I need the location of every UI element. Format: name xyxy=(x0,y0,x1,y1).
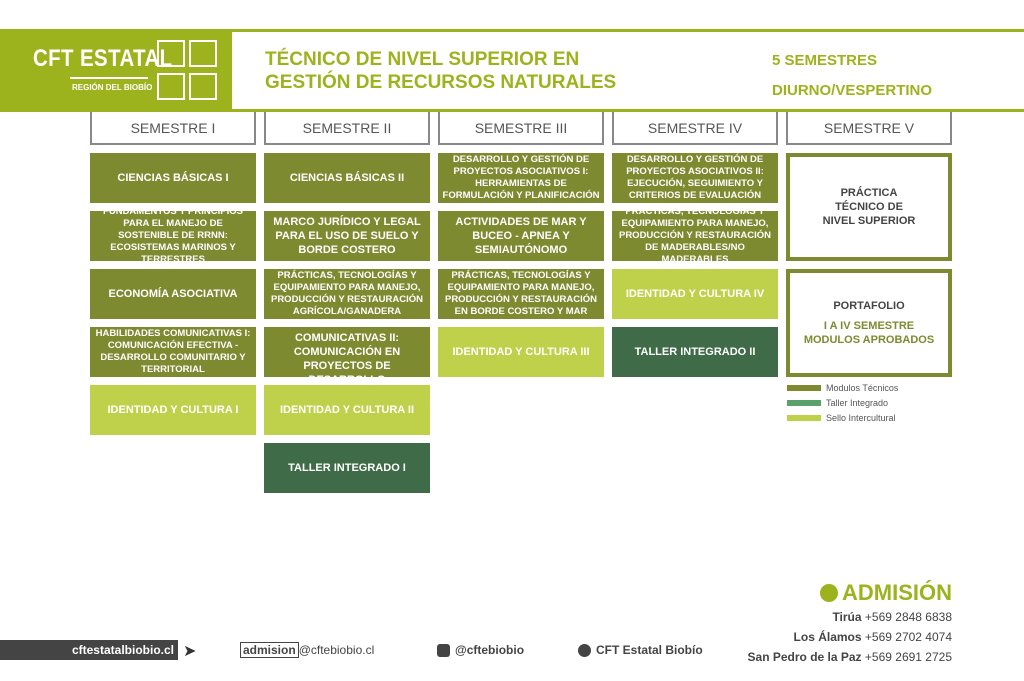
semester-header: SEMESTRE V xyxy=(786,112,952,145)
module: TALLER INTEGRADO I xyxy=(264,443,430,493)
module: PRÁCTICAS, TECNOLOGÍAS Y EQUIPAMIENTO PA… xyxy=(264,269,430,319)
module: CIENCIAS BÁSICAS II xyxy=(264,153,430,203)
module: ACTIVIDADES DE MAR Y BUCEO - APNEA Y SEM… xyxy=(438,211,604,261)
facebook-icon xyxy=(578,643,591,657)
tree-icon xyxy=(189,73,217,100)
phone-item: Tirúa +569 2848 6838 xyxy=(832,610,952,624)
semester-header: SEMESTRE I xyxy=(90,112,256,145)
module: TALLER INTEGRADO II xyxy=(612,327,778,377)
module: ECONOMÍA ASOCIATIVA xyxy=(90,269,256,319)
module: IDENTIDAD Y CULTURA II xyxy=(264,385,430,435)
practica-box: PRÁCTICA TÉCNICO DE NIVEL SUPERIOR xyxy=(786,153,952,261)
module: IDENTIDAD Y CULTURA IV xyxy=(612,269,778,319)
module: DESARROLLO Y GESTIÓN DE PROYECTOS ASOCIA… xyxy=(612,153,778,203)
stars-icon xyxy=(189,40,217,67)
mountain-icon xyxy=(157,40,185,67)
legend-taller: Taller Integrado xyxy=(787,398,888,408)
website-link[interactable]: cftestatalbiobio.cl xyxy=(0,640,178,660)
portafolio-box: PORTAFOLIO I A IV SEMESTRE MODULOS APROB… xyxy=(786,269,952,377)
legend-sello: Sello Intercultural xyxy=(787,413,896,423)
whatsapp-icon xyxy=(820,584,838,602)
module: HABILIDADES COMUNICATIVAS I: COMUNICACIÓ… xyxy=(90,327,256,377)
instagram-link[interactable]: @cftebiobio xyxy=(437,643,524,657)
facebook-link[interactable]: CFT Estatal Biobío xyxy=(578,643,703,657)
module: CIENCIAS BÁSICAS I xyxy=(90,153,256,203)
logo: CFT ESTATAL REGIÓN DEL BIOBÍO xyxy=(0,29,232,112)
module: PRÁCTICAS, TECNOLOGÍAS Y EQUIPAMIENTO PA… xyxy=(438,269,604,319)
phone-item: Los Álamos +569 2702 4074 xyxy=(793,630,952,644)
semester-header: SEMESTRE IV xyxy=(612,112,778,145)
instagram-icon xyxy=(437,643,450,657)
waves-icon xyxy=(157,73,185,100)
semester-header: SEMESTRE II xyxy=(264,112,430,145)
module: FUNDAMENTOS Y PRINCIPIOS PARA EL MANEJO … xyxy=(90,206,256,265)
module: IDENTIDAD Y CULTURA III xyxy=(438,327,604,377)
logo-name: CFT ESTATAL xyxy=(33,45,173,72)
phone-list: Tirúa +569 2848 6838 Los Álamos +569 270… xyxy=(748,607,952,667)
module: HABILIDADES COMUNICATIVAS II: COMUNICACI… xyxy=(264,318,430,386)
semester-header: SEMESTRE III xyxy=(438,112,604,145)
phone-item: San Pedro de la Paz +569 2691 2725 xyxy=(747,650,952,664)
module: DESARROLLO Y GESTIÓN DE PROYECTOS ASOCIA… xyxy=(438,153,604,203)
admision-heading: ADMISIÓN xyxy=(820,580,952,606)
legend-tecnico: Modulos Técnicos xyxy=(787,383,898,393)
module: PRÁCTICAS, TECNOLOGÍAS Y EQUIPAMIENTO PA… xyxy=(612,206,778,265)
module: IDENTIDAD Y CULTURA I xyxy=(90,385,256,435)
cursor-icon: ➤ xyxy=(183,643,197,660)
module: MARCO JURÍDICO Y LEGAL PARA EL USO DE SU… xyxy=(264,211,430,261)
logo-region: REGIÓN DEL BIOBÍO xyxy=(72,83,153,92)
email-link[interactable]: admision@cftebiobio.cl xyxy=(240,642,374,658)
header-border xyxy=(0,29,1024,112)
